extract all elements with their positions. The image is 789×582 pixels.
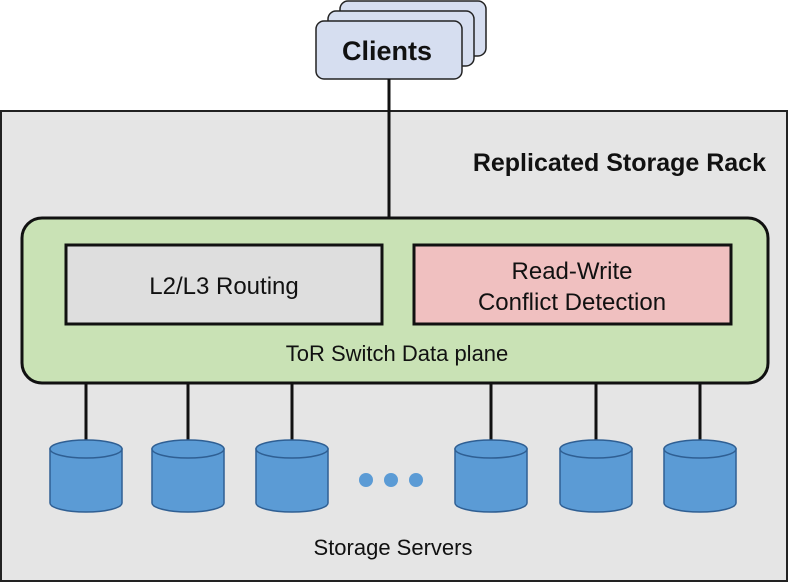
cylinder-body bbox=[454, 448, 528, 513]
cylinder-body bbox=[255, 448, 329, 513]
cylinder-top bbox=[255, 439, 329, 459]
storage-server-icon bbox=[454, 439, 528, 513]
storage-server-icon bbox=[151, 439, 225, 513]
cylinder-body bbox=[559, 448, 633, 513]
cylinder-top bbox=[663, 439, 737, 459]
conflict-detection-box bbox=[412, 243, 733, 326]
switch-label: ToR Switch Data plane bbox=[286, 341, 509, 366]
cylinder-body bbox=[49, 448, 123, 513]
storage-server-icon bbox=[49, 439, 123, 513]
clients-label: Clients bbox=[342, 36, 432, 66]
ellipsis-dot bbox=[359, 473, 373, 487]
ellipsis-dot bbox=[409, 473, 423, 487]
routing-box bbox=[64, 243, 384, 326]
storage-server-icon bbox=[663, 439, 737, 513]
clients-stack: Clients bbox=[315, 0, 487, 80]
storage-server-icon bbox=[255, 439, 329, 513]
cylinder-body bbox=[663, 448, 737, 513]
routing-label: L2/L3 Routing bbox=[149, 273, 298, 300]
cylinder-top bbox=[49, 439, 123, 459]
conflict-label-line1: Read-Write bbox=[512, 258, 633, 285]
storage-servers-label: Storage Servers bbox=[314, 535, 473, 560]
ellipsis-dot bbox=[384, 473, 398, 487]
cylinder-top bbox=[151, 439, 225, 459]
storage-server-icon bbox=[559, 439, 633, 513]
rack-title: Replicated Storage Rack bbox=[473, 149, 766, 177]
storage-servers-group bbox=[49, 383, 737, 513]
cylinder-top bbox=[454, 439, 528, 459]
conflict-label-line2: Conflict Detection bbox=[478, 289, 666, 316]
ellipsis-icon bbox=[359, 473, 423, 487]
cylinder-body bbox=[151, 448, 225, 513]
cylinder-top bbox=[559, 439, 633, 459]
